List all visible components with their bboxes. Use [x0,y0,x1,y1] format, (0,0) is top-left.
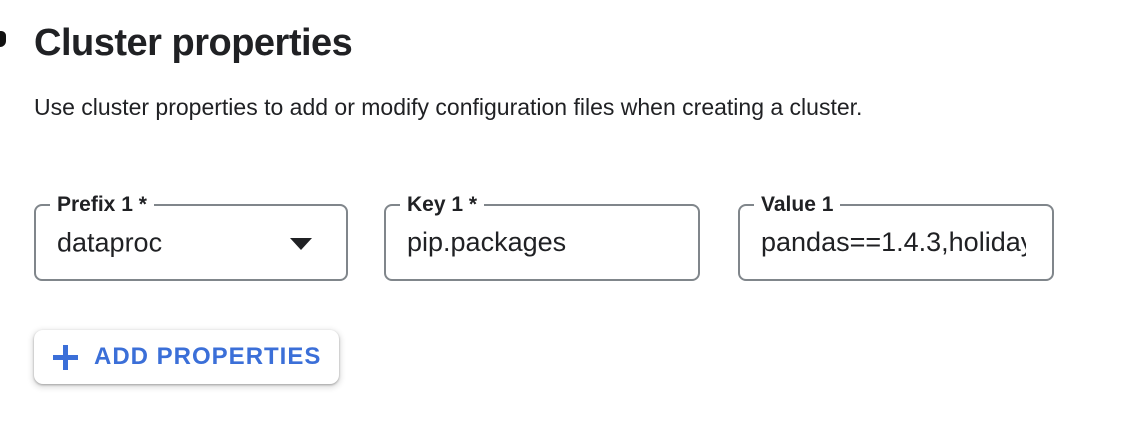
prefix-dropdown[interactable]: Prefix 1 * dataproc [34,191,348,281]
key-input[interactable] [386,206,698,279]
prefix-selected-value: dataproc [57,227,163,257]
prefix-label: Prefix 1 * [50,191,154,218]
caret-down-icon [290,237,312,250]
page-description: Use cluster properties to add or modify … [34,94,863,120]
key-field-container: Key 1 * [384,191,700,281]
page-title: Cluster properties [34,22,353,64]
add-properties-label: ADD PROPERTIES [94,343,322,370]
cropped-glyph-artifact [0,31,6,47]
value-input[interactable] [740,206,1052,279]
plus-icon [53,344,78,370]
add-properties-button[interactable]: ADD PROPERTIES [34,330,340,384]
value-field-container: Value 1 [738,191,1054,281]
